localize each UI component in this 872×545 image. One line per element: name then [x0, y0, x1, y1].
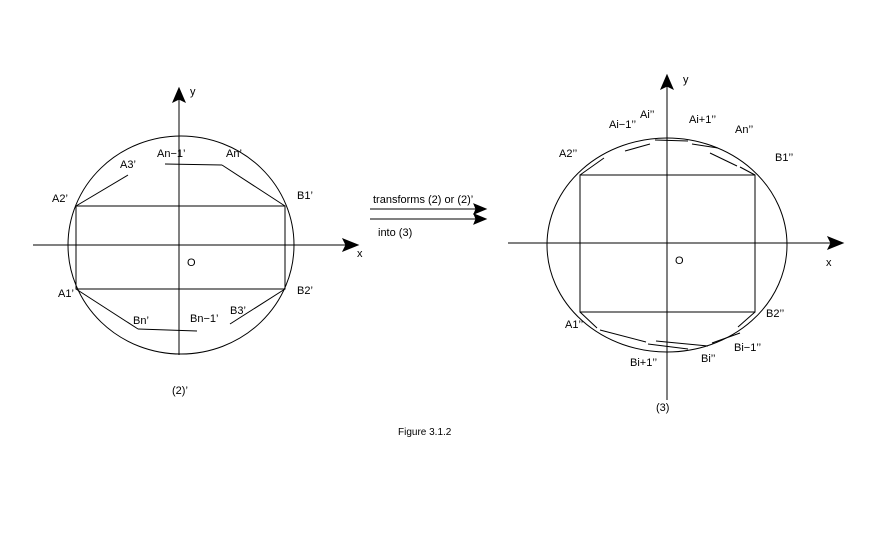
right-y-axis-label: y	[683, 74, 689, 86]
left-x-axis-label: x	[357, 248, 363, 260]
right-x-axis-label: x	[826, 257, 832, 269]
left-edge-an-b1	[221, 164, 286, 207]
right-chord-bottom-6	[737, 311, 756, 328]
right-point-bi: Bi’’	[701, 353, 715, 365]
transform-label-bottom: into (3)	[378, 227, 412, 239]
right-point-a1: A1’’	[565, 319, 583, 331]
left-origin-label: O	[187, 257, 196, 269]
right-chord-bottom-3	[647, 343, 689, 350]
right-origin-label: O	[675, 255, 684, 267]
left-x-arrowhead	[341, 238, 360, 252]
left-point-b2: B2’	[297, 285, 313, 297]
right-chord-bottom-5	[711, 332, 741, 344]
left-point-b1: B1’	[297, 190, 313, 202]
left-edge-a1-bn	[75, 288, 139, 330]
right-chord-top-6	[739, 166, 756, 176]
left-point-a1: A1’	[58, 288, 74, 300]
right-x-arrowhead	[826, 236, 845, 250]
left-point-bn: Bn’	[133, 315, 149, 327]
left-edge-bn-bn1	[137, 328, 198, 332]
right-point-b1: B1’’	[775, 152, 793, 164]
left-diagram: x y O A2’ A3’ An−1’ An’ B1’ A1’ B2’ Bn’ …	[33, 86, 363, 397]
right-point-b2: B2’’	[766, 308, 784, 320]
left-figure-label: (2)’	[172, 385, 188, 397]
left-point-bn-1: Bn−1’	[190, 313, 218, 325]
right-diagram: x y O A2’’ Ai−1’’ Ai’’ Ai+1’’ An’’ B1’’ …	[508, 73, 845, 414]
figure-caption: Figure 3.1.2	[398, 427, 452, 438]
right-point-bi1: Bi+1’’	[630, 357, 657, 369]
right-chord-top-5	[709, 152, 738, 167]
right-point-ai: Ai’’	[640, 109, 654, 121]
right-figure-label: (3)	[656, 402, 669, 414]
right-chord-top-4	[691, 143, 719, 149]
right-chord-top-1	[579, 157, 605, 176]
transform-arrows: transforms (2) or (2)’ into (3)	[370, 194, 488, 239]
right-chord-bottom-4	[655, 340, 709, 347]
left-point-b3: B3’	[230, 305, 246, 317]
right-chord-top-3	[654, 139, 689, 142]
right-point-a2: A2’’	[559, 148, 577, 160]
left-y-arrowhead	[172, 86, 186, 104]
left-edge-b3-b2	[229, 288, 286, 325]
left-edge-a2-a3	[75, 174, 129, 207]
left-point-a2: A2’	[52, 193, 68, 205]
left-point-an-1: An−1’	[157, 148, 185, 160]
right-y-arrowhead	[660, 73, 674, 91]
left-rectangle	[75, 205, 286, 290]
right-point-bi-1: Bi−1’’	[734, 342, 761, 354]
transform-label-top: transforms (2) or (2)’	[373, 194, 473, 206]
right-chord-bottom-2	[599, 329, 647, 343]
right-point-an: An’’	[735, 124, 753, 136]
left-edge-an1-an	[164, 163, 223, 166]
left-y-axis-label: y	[190, 86, 196, 98]
right-chord-bottom-1	[579, 311, 598, 329]
right-chord-top-2	[624, 143, 651, 152]
transform-arrow-upper-head	[473, 203, 488, 215]
left-point-a3: A3’	[120, 159, 136, 171]
right-point-ai1: Ai+1’’	[689, 114, 716, 126]
left-point-an: An’	[226, 148, 242, 160]
right-point-ai-1: Ai−1’’	[609, 119, 636, 131]
transform-arrow-lower-head	[473, 213, 488, 225]
